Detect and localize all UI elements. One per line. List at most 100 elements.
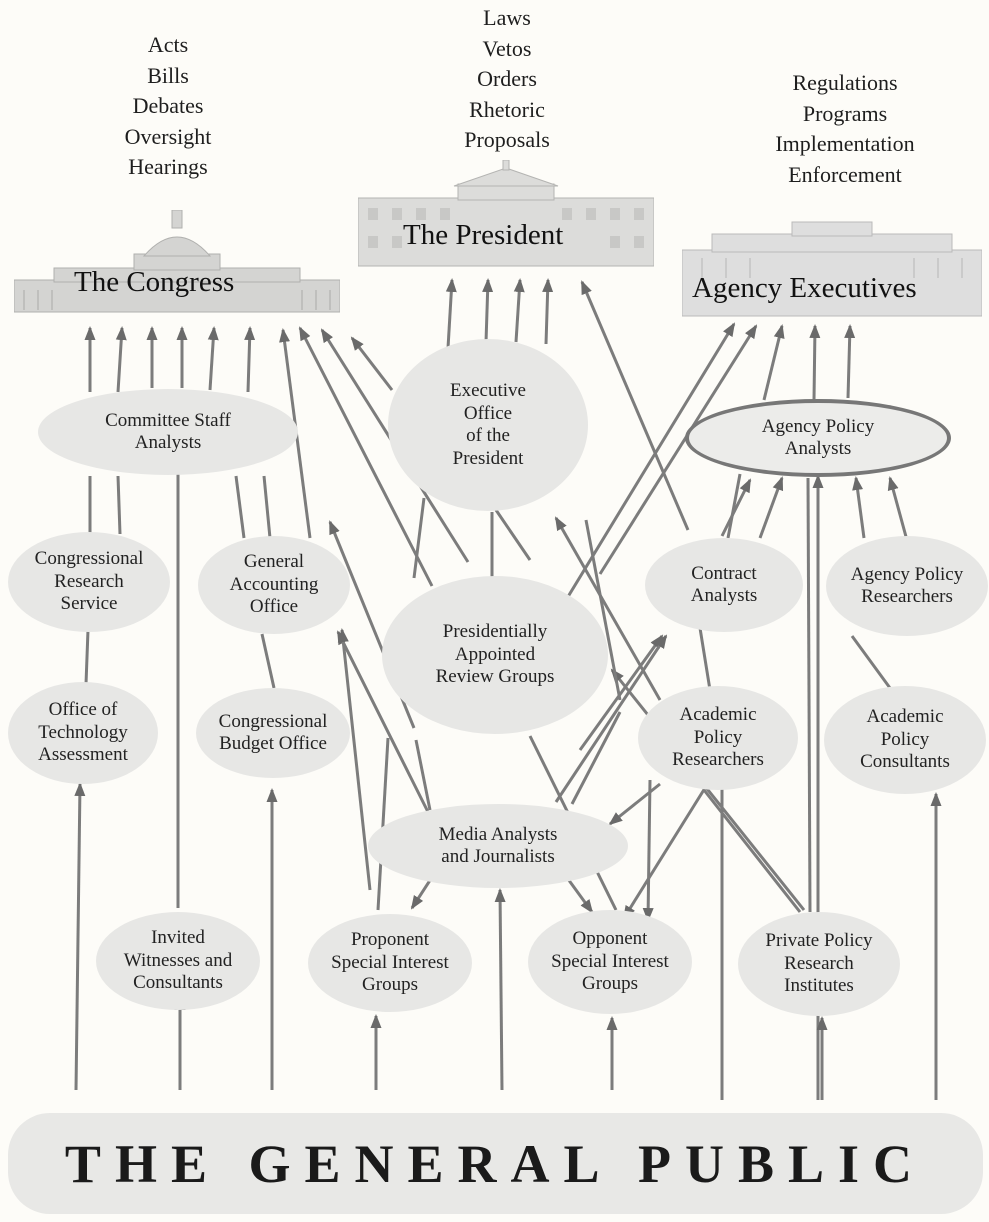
influence-arrow (115, 326, 127, 393)
node-text: Media Analysts (438, 823, 558, 845)
influence-arrow (809, 324, 821, 401)
node-text: Budget Office (219, 733, 327, 754)
white-house-icon (358, 160, 654, 267)
president-output-item: Proposals (464, 127, 550, 152)
node-text: Special Interest (551, 950, 669, 972)
node-text: Groups (582, 973, 638, 995)
node-text: Presidentially (442, 621, 548, 643)
node-text: Executive (450, 380, 526, 401)
president-output-item: Rhetoric (469, 96, 545, 122)
connector-line (806, 477, 812, 913)
influence-arrow (494, 888, 506, 1091)
president-output-item: Laws (483, 5, 531, 30)
node-text: Analysts (784, 438, 852, 459)
node-text: Office (463, 402, 513, 424)
node-text: and Journalists (441, 846, 555, 867)
node-text: Review Groups (435, 666, 555, 688)
influence-arrow (578, 634, 664, 751)
node-text: Consultants (860, 751, 950, 773)
influence-arrow (298, 326, 434, 587)
connector-line (262, 475, 272, 539)
node-text: Policy (693, 726, 743, 748)
influence-arrow (482, 278, 494, 343)
node-text: Researchers (672, 749, 764, 771)
connector-line (234, 475, 246, 539)
influence-arrow (542, 278, 554, 345)
influence-arrow (887, 476, 910, 545)
connector-line (584, 519, 622, 701)
influence-arrow (445, 278, 457, 349)
influence-arrow (852, 476, 866, 539)
connector-line (84, 629, 90, 685)
node-text: Congressional (218, 710, 328, 732)
influence-arrow (207, 326, 219, 391)
congress-title: The Congress (74, 266, 235, 298)
influence-arrow (844, 324, 856, 399)
agency-building-icon (682, 221, 982, 317)
congress-output-item: Acts (147, 32, 189, 57)
president-output-item: Orders (477, 66, 537, 91)
president-title: The President (403, 219, 564, 251)
connector-line (376, 737, 390, 911)
influence-arrow (513, 278, 525, 343)
connector-line (570, 711, 622, 805)
node-text: Opponent (572, 928, 648, 950)
influence-arrow (762, 324, 785, 401)
influence-arrow (350, 336, 394, 391)
connector-line (260, 633, 276, 689)
influence-arrow (608, 782, 661, 826)
node-text: Invited (151, 927, 205, 949)
general-public-banner: THE GENERAL PUBLIC (8, 1113, 983, 1214)
connector-line (494, 509, 532, 561)
node-text: Witnesses and (123, 949, 233, 971)
node-text: Policy (880, 728, 930, 750)
influence-arrow (610, 668, 806, 911)
congress-output-item: Bills (147, 62, 189, 88)
node-text: Committee Staff (105, 409, 231, 431)
connector-line (698, 627, 712, 691)
node-text: Special Interest (331, 951, 449, 973)
node-text: Consultants (133, 972, 223, 994)
agency-output-item: Programs (802, 100, 888, 126)
node-text: Service (60, 593, 118, 615)
agency-outputs: Regulations Programs Implementation Enfo… (735, 68, 955, 190)
congress-output-item: Debates (132, 93, 204, 118)
node-text: Groups (362, 974, 418, 996)
node-text: Research (54, 570, 124, 592)
node-text: Congressional (34, 548, 144, 570)
node-text: Office of (48, 699, 118, 721)
president-output-item: Vetos (482, 35, 532, 61)
connector-line (850, 635, 892, 689)
congress-outputs: Acts Bills Debates Oversight Hearings (88, 30, 248, 183)
node-text: President (452, 447, 524, 469)
influence-arrow (642, 779, 654, 922)
influence-arrow (74, 782, 86, 1091)
node-text: General (243, 551, 305, 573)
node-text: Accounting (229, 573, 319, 595)
node-text: Researchers (861, 586, 953, 607)
congress-output-item: Hearings (128, 154, 208, 179)
node-text: Analysts (690, 585, 758, 606)
node-text: Academic (679, 704, 757, 726)
congress-output-item: Oversight (124, 123, 212, 149)
node-text: of the (466, 425, 510, 446)
influence-arrow (336, 630, 434, 821)
influence-arrow (564, 322, 736, 601)
node-text: Academic (866, 706, 944, 728)
influence-arrow (554, 634, 668, 803)
node-text: Proponent (350, 929, 430, 951)
connector-line (702, 789, 802, 913)
connector-line (726, 473, 742, 539)
